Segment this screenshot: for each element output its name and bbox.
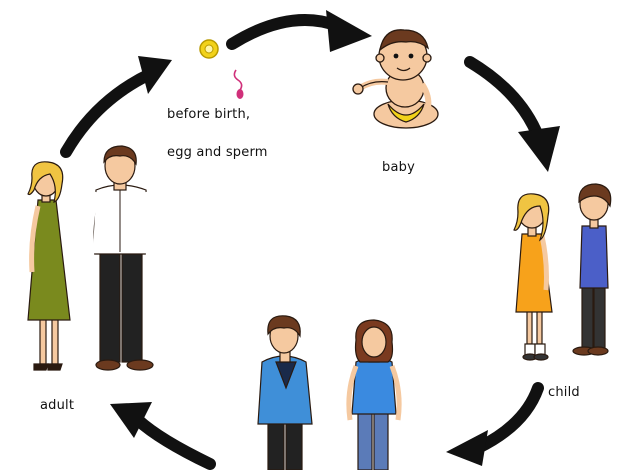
teen-girl-figure [349,320,399,470]
sperm-icon [234,70,243,99]
arrow-before-birth-to-baby [232,20,338,44]
boy-figure [573,184,611,355]
adult-label: adult [40,398,74,413]
baby-figure [353,30,438,128]
woman-figure [28,162,70,370]
egg-icon [200,40,218,58]
arrow-head-right [518,126,560,172]
child-label: child [548,385,580,400]
before-birth-label-line1: before birth, [167,107,250,122]
arrow-head-top [326,10,372,52]
before-birth-label-line2: egg and sperm [167,145,268,160]
man-figure [89,146,153,370]
arrow-head-left [138,56,172,94]
arrow-teens-to-adult [138,420,210,464]
arrow-child-to-teens [478,388,538,448]
arrow-baby-to-child [470,62,538,136]
girl-figure [514,194,552,360]
baby-label: baby [382,160,415,175]
arrow-head-bottom-right [446,430,488,466]
arrow-adult-to-before-birth [66,74,150,152]
teen-boy-figure [258,316,312,470]
